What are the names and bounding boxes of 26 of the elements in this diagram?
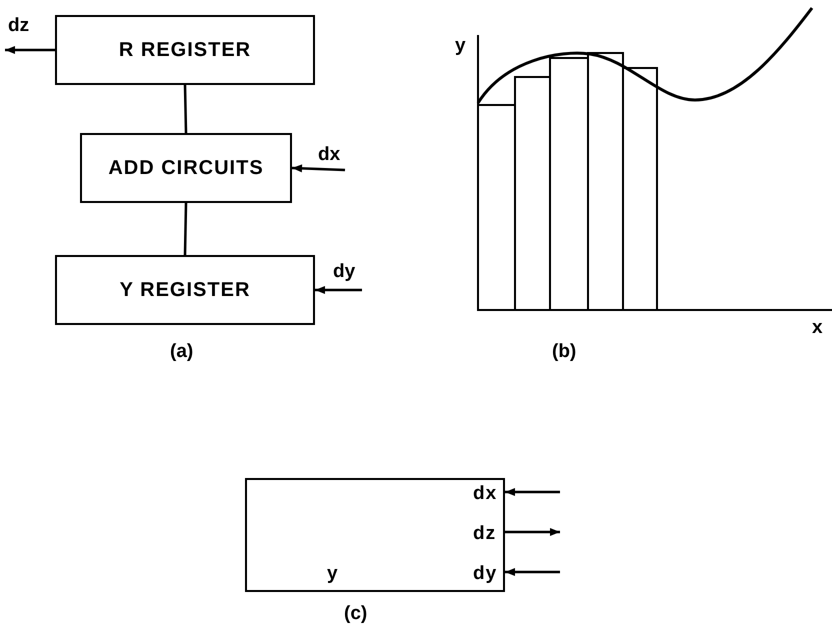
axis-label: y [455,36,466,55]
block-label: R REGISTER [118,38,252,62]
arrow [505,488,560,496]
signal-label: y [327,564,339,583]
signal-label: dx [473,484,498,503]
figure-label: (a) [170,342,194,361]
integrator-box [245,478,505,592]
arrow [5,46,55,54]
arrow [315,286,362,294]
connector-line [184,202,188,256]
signal-label: dx [318,145,340,164]
arrow [292,164,346,172]
axis-label: x [812,318,823,337]
arrow [505,568,560,576]
signal-label: dz [8,16,30,35]
signal-label: dy [333,262,356,281]
figure-label: (b) [552,342,576,361]
arrow [505,528,560,536]
connector-line [184,84,188,134]
signal-label: dz [473,524,496,543]
block-box [80,133,292,203]
block-label: Y REGISTER [120,278,250,302]
block-box [55,255,315,325]
block-label: ADD CIRCUITS [108,156,264,180]
block-box [55,15,315,85]
signal-label: dy [473,564,498,583]
